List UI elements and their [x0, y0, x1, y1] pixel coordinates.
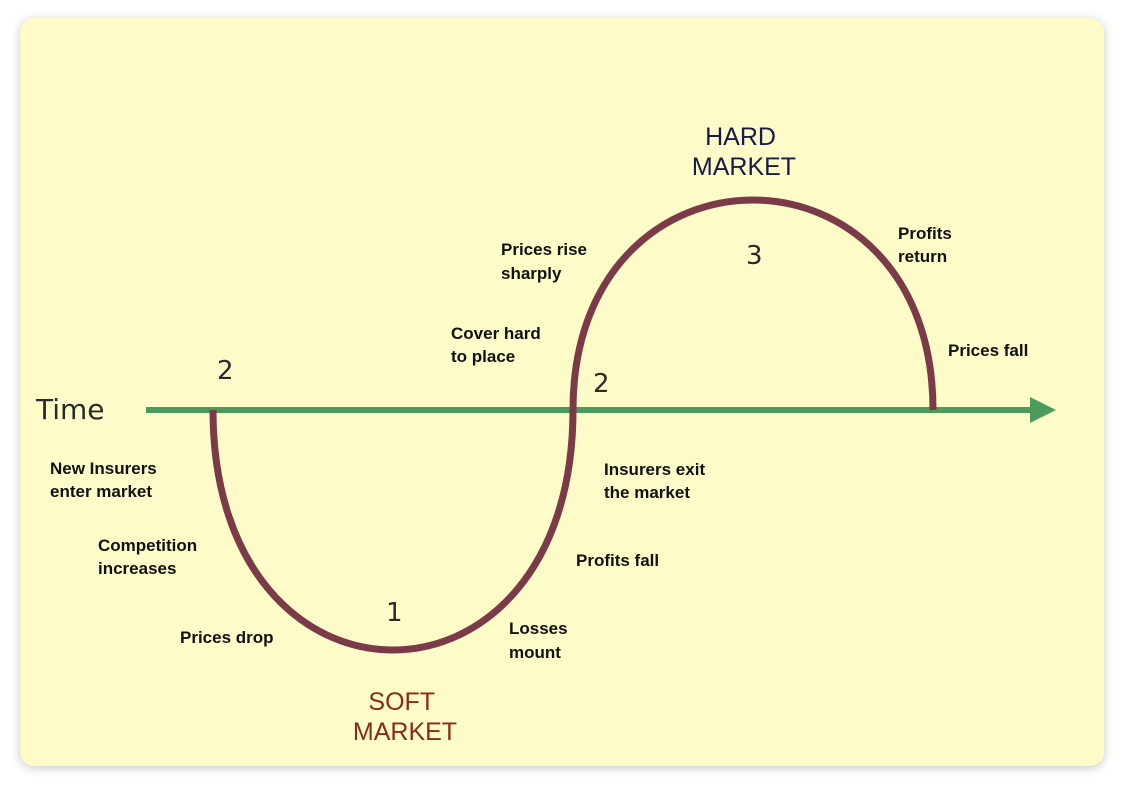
label-cover-hard: Cover hard to place	[451, 324, 545, 366]
soft-market-curve	[209, 409, 577, 654]
label-prices-drop-line1: Prices drop	[180, 628, 274, 647]
label-competition: Competition increases	[98, 536, 202, 578]
label-profits-return: Profits return	[898, 224, 957, 266]
hard-market-title-line2: MARKET	[692, 153, 796, 181]
hard-market-title: HARD MARKET	[692, 123, 796, 181]
stage-number-middle: 2	[593, 369, 610, 399]
label-prices-fall: Prices fall	[948, 341, 1028, 360]
label-new-insurers: New Insurers enter market	[50, 459, 162, 501]
label-profits-return-line2: return	[898, 247, 947, 266]
label-losses-mount-line1: Losses	[509, 619, 568, 638]
soft-market-title: SOFT MARKET	[353, 688, 457, 746]
label-prices-drop: Prices drop	[180, 628, 274, 647]
label-cover-hard-line2: to place	[451, 347, 515, 366]
label-cover-hard-line1: Cover hard	[451, 324, 541, 343]
label-profits-fall-line1: Profits fall	[576, 551, 659, 570]
hard-market-title-line1: HARD	[705, 123, 776, 151]
label-profits-fall: Profits fall	[576, 551, 659, 570]
stage-number-peak: 3	[746, 241, 763, 271]
label-insurers-exit: Insurers exit the market	[604, 460, 710, 502]
soft-market-title-line2: MARKET	[353, 718, 457, 746]
label-losses-mount-line2: mount	[509, 643, 561, 662]
label-prices-rise: Prices rise sharply	[501, 240, 592, 283]
label-competition-line2: increases	[98, 559, 176, 578]
label-insurers-exit-line1: Insurers exit	[604, 460, 705, 479]
time-axis-label: Time	[35, 393, 105, 426]
label-competition-line1: Competition	[98, 536, 197, 555]
label-losses-mount: Losses mount	[509, 619, 572, 662]
label-new-insurers-line2: enter market	[50, 482, 152, 501]
label-prices-rise-line1: Prices rise	[501, 240, 587, 259]
label-prices-fall-line1: Prices fall	[948, 341, 1028, 360]
label-new-insurers-line1: New Insurers	[50, 459, 157, 478]
label-prices-rise-line2: sharply	[501, 264, 562, 283]
stage-number-trough: 1	[386, 598, 403, 628]
soft-market-title-line1: SOFT	[368, 688, 434, 716]
stage-number-left: 2	[217, 356, 234, 386]
timeline-arrowhead	[1030, 397, 1056, 423]
label-profits-return-line1: Profits	[898, 224, 952, 243]
hard-market-curve	[569, 196, 937, 411]
label-insurers-exit-line2: the market	[604, 483, 690, 502]
diagram-card	[20, 18, 1104, 766]
